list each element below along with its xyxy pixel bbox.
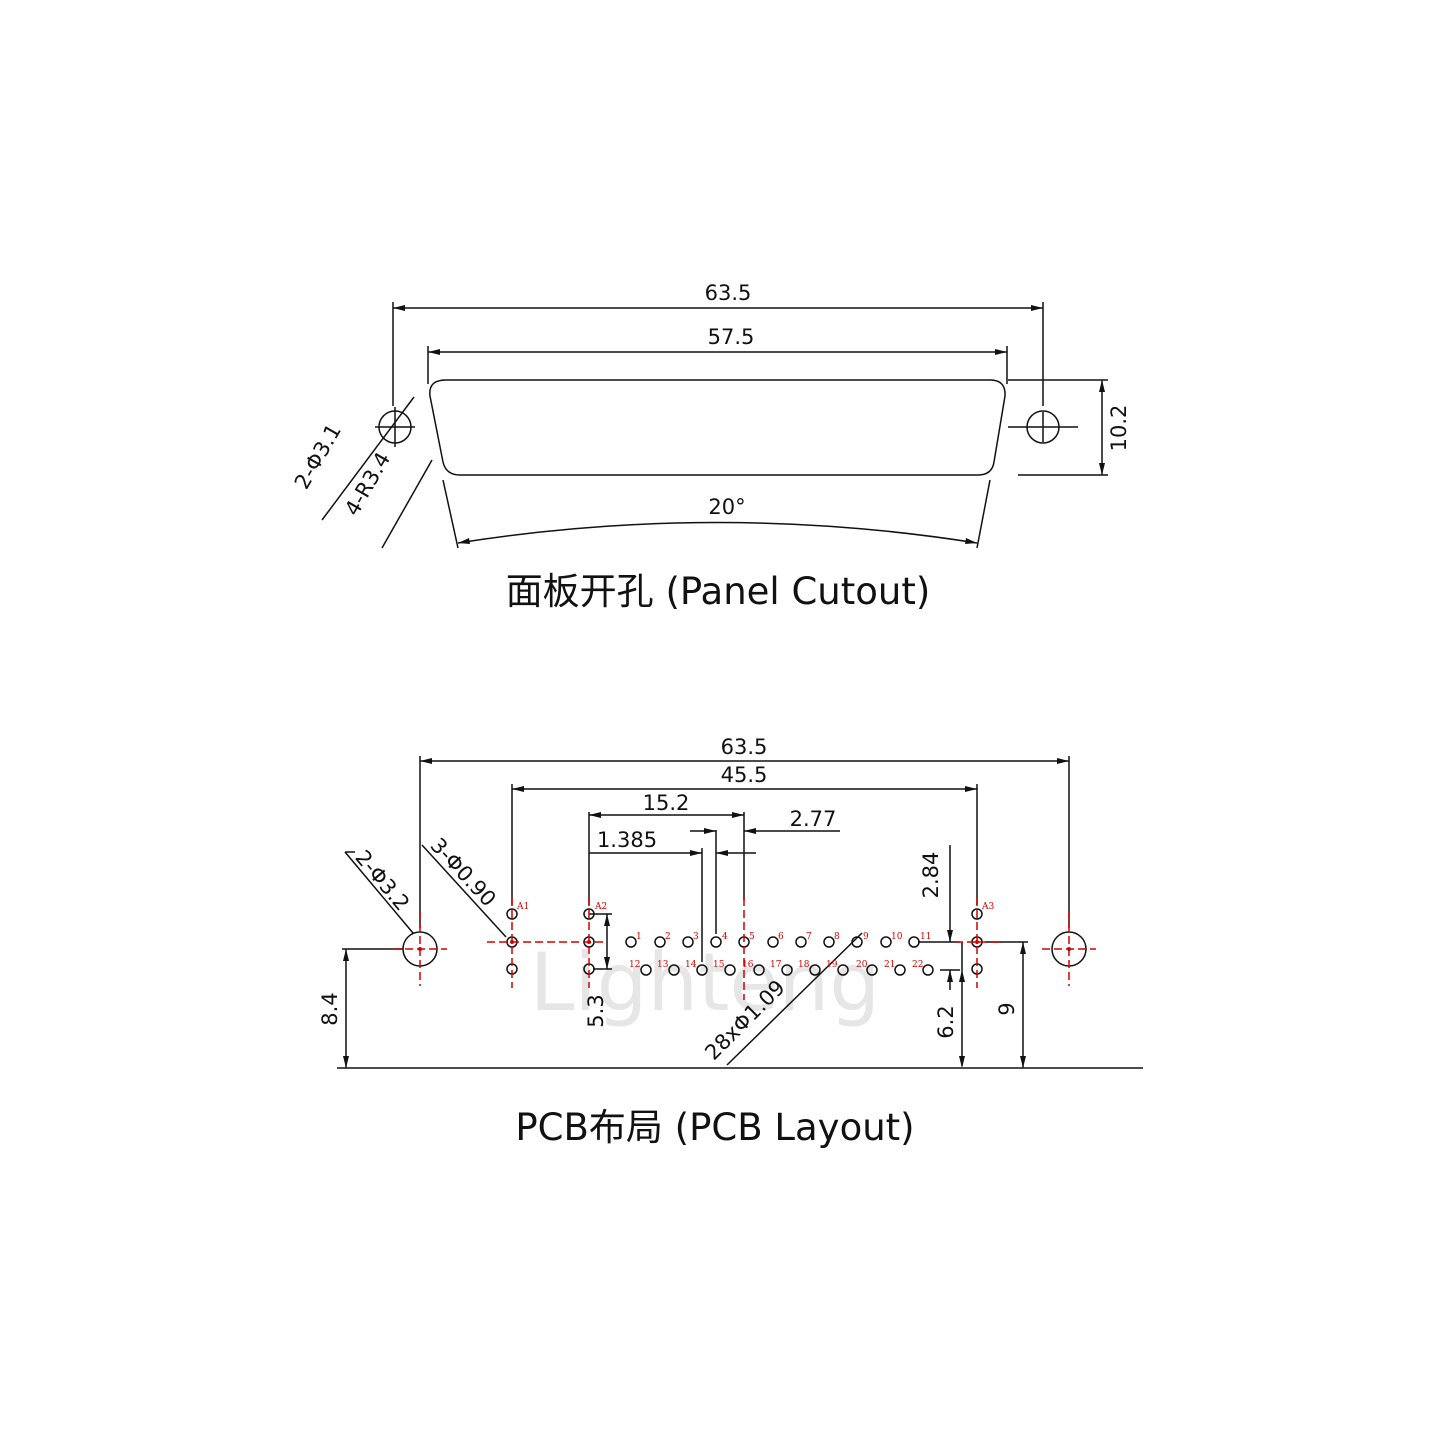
pin-label: 19 [826, 960, 838, 970]
pcb-dim-2-77: 2.77 [790, 807, 837, 831]
pcb-center-marks [393, 898, 1096, 1000]
pcb-dim-6-2: 6.2 [934, 1005, 958, 1038]
pin-label: 5 [749, 932, 755, 942]
pin-label: 10 [891, 932, 903, 942]
pin-label: 18 [798, 960, 810, 970]
pcb-labels: 63.5 45.5 15.2 2.77 1.385 2.84 8.4 5.3 6… [318, 735, 1019, 1149]
pin-label: 17 [770, 960, 782, 970]
coax-label-a3: A3 [981, 902, 994, 912]
pin-label: 20 [856, 960, 868, 970]
pcb-coax-hole [971, 908, 983, 920]
panel-hole-leader [321, 396, 415, 521]
pin-label: 16 [742, 960, 754, 970]
panel-dim-57-5: 57.5 [708, 325, 755, 349]
pin-label: 22 [912, 960, 923, 970]
panel-angle-arc [457, 521, 978, 544]
pin-label: 6 [778, 932, 784, 942]
pcb-dim-9: 9 [995, 1002, 1019, 1015]
pin-label: 12 [629, 960, 640, 970]
pin-label: 11 [920, 932, 931, 942]
coax-label-a1: A1 [516, 902, 529, 912]
panel-label-holes: 2-Φ3.1 [290, 420, 346, 493]
pin-label: 2 [665, 932, 671, 942]
coax-label-a2: A2 [594, 902, 607, 912]
pin-label: 13 [657, 960, 669, 970]
pcb-dim-63-5: 63.5 [721, 735, 768, 759]
pcb-bottom-row-labels: 12 13 14 15 16 17 18 19 20 21 22 [629, 960, 923, 970]
pcb-dim-8-4: 8.4 [318, 992, 342, 1025]
pcb-bottom-row-pins [640, 964, 934, 976]
panel-title: 面板开孔 (Panel Cutout) [506, 570, 931, 613]
pcb-mount-leader [344, 851, 414, 934]
panel-radius-leader [381, 459, 433, 549]
pcb-coax-leader [421, 844, 507, 938]
pcb-pin-leader [726, 932, 863, 1066]
pcb-dim-45-5: 45.5 [721, 763, 768, 787]
pin-label: 1 [636, 932, 642, 942]
pcb-dim-1-385: 1.385 [597, 828, 657, 852]
pcb-label-mount: 2-Φ3.2 [350, 846, 414, 916]
pcb-title: PCB布局 (PCB Layout) [515, 1106, 914, 1149]
pcb-dim-2-84: 2.84 [919, 852, 943, 899]
pin-label: 21 [884, 960, 895, 970]
panel-cutout-drawing [321, 302, 1108, 549]
pin-label: 15 [713, 960, 725, 970]
pcb-label-coax: 3-Φ0.90 [426, 833, 501, 911]
panel-dim-angle: 20° [708, 495, 745, 519]
panel-dim-10-2: 10.2 [1107, 405, 1131, 452]
pin-label: 7 [806, 932, 812, 942]
pcb-top-row-labels: 1 2 3 4 5 6 7 8 9 10 11 [636, 932, 931, 942]
pin-label: 8 [834, 932, 840, 942]
pcb-dim-5-3: 5.3 [584, 994, 608, 1027]
pcb-center-dots [418, 940, 1071, 951]
pcb-layout-drawing [337, 756, 1143, 1069]
panel-dim-63-5: 63.5 [705, 281, 752, 305]
pin-label: 9 [863, 932, 869, 942]
panel-labels: 63.5 57.5 20° 10.2 2-Φ3.1 4-R3.4 面板开孔 (P… [290, 281, 1131, 613]
panel-cutout-outline [429, 379, 1006, 476]
watermark: Lighteng [530, 936, 880, 1029]
pin-label: 3 [693, 932, 699, 942]
pin-label: 4 [722, 932, 728, 942]
pin-label: 14 [685, 960, 697, 970]
pcb-coax-labels: A1 A2 A3 [516, 902, 994, 912]
pcb-coax-hole [506, 908, 518, 920]
pcb-dim-15-2: 15.2 [643, 791, 690, 815]
